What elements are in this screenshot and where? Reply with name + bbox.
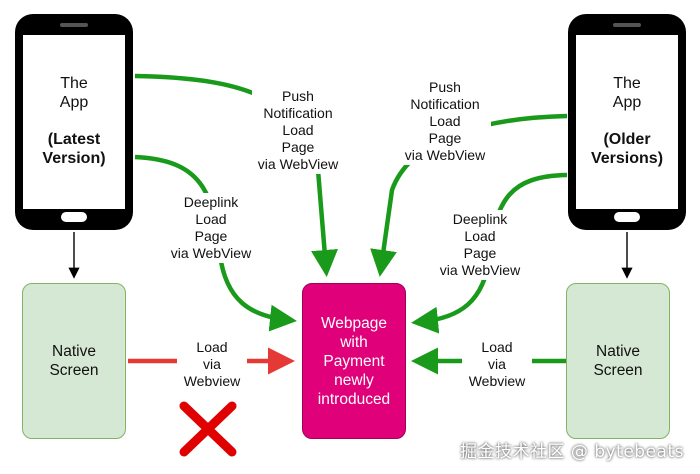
label-deeplink-left: Deeplink Load Page via WebView <box>163 193 259 263</box>
phone-left <box>15 14 133 230</box>
watermark: 掘金技术社区 @ bytebeats <box>460 442 684 462</box>
phone-left-label: The App (Latest Version) <box>23 74 125 168</box>
label-deeplink-right: Deeplink Load Page via WebView <box>432 210 528 280</box>
native-screen-left: Native Screen <box>22 283 126 439</box>
webpage-box: Webpage with Payment newly introduced <box>302 283 406 439</box>
label-load-right: Load via Webview <box>462 338 532 391</box>
phone-left-version: (Latest Version) <box>42 131 106 167</box>
blocked-cross-icon <box>179 401 237 457</box>
phone-right-version: (Older Versions) <box>590 131 664 167</box>
phone-right <box>568 14 686 230</box>
phone-left-title: The App <box>59 75 89 111</box>
phone-right-label: The App (Older Versions) <box>576 74 678 168</box>
phone-right-title: The App <box>612 75 642 111</box>
native-screen-right: Native Screen <box>566 283 670 439</box>
label-push-right: Push Notification Load Page via WebView <box>399 78 491 165</box>
label-load-left: Load via Webview <box>177 338 247 391</box>
label-push-left: Push Notification Load Page via WebView <box>252 87 344 174</box>
